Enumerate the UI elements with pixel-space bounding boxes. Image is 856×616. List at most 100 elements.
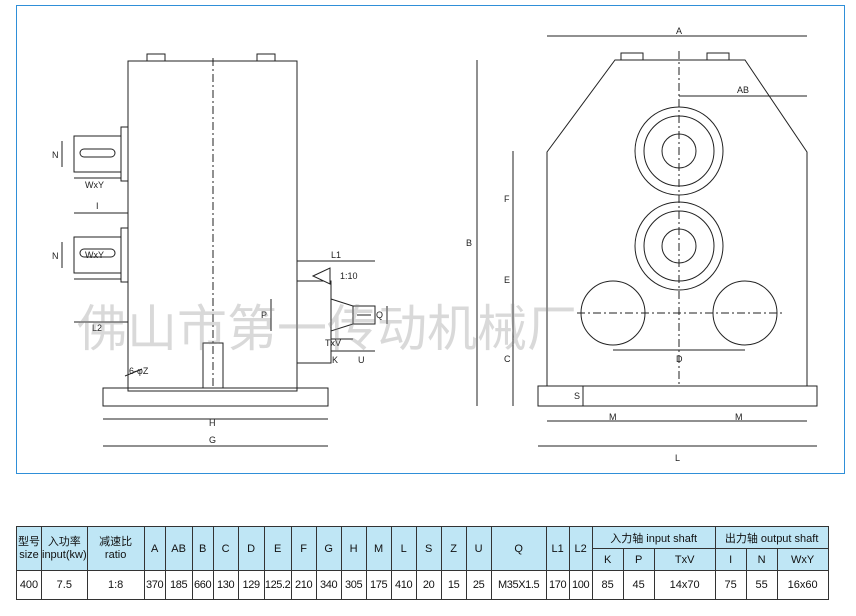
watermark: 佛山市第一传动机械厂 — [77, 300, 577, 358]
cell-WxY: 16x60 — [776, 570, 829, 600]
label-G: G — [209, 435, 216, 445]
label-K: K — [332, 355, 338, 365]
label-Z: 6-φZ — [129, 366, 149, 376]
label-WxY-lower: WxY — [85, 250, 104, 260]
cell-B: 660 — [191, 570, 214, 600]
flange-lower — [120, 227, 129, 283]
cell-Q: M35X1.5 — [490, 570, 547, 600]
label-B: B — [466, 238, 472, 248]
cell-input: 7.5 — [41, 570, 88, 600]
cell-G: 340 — [315, 570, 342, 600]
header-H: H — [340, 526, 367, 571]
cell-AB: 185 — [164, 570, 193, 600]
header-Z: Z — [440, 526, 467, 571]
lifting-lug-front-left — [620, 52, 644, 61]
header-S: S — [415, 526, 442, 571]
label-C: C — [504, 354, 511, 364]
header-F: F — [290, 526, 317, 571]
cell-L2: 100 — [568, 570, 593, 600]
label-TxV: TxV — [325, 338, 341, 348]
header-G: G — [315, 526, 342, 571]
label-I: I — [96, 201, 99, 211]
label-N-lower: N — [52, 251, 59, 261]
keyway-lower — [79, 248, 116, 258]
header-P: P — [622, 548, 655, 571]
header-L: L — [390, 526, 417, 571]
cell-A: 370 — [143, 570, 166, 600]
output-shaft-upper — [73, 135, 122, 173]
cell-C: 130 — [212, 570, 239, 600]
label-AB: AB — [737, 85, 749, 95]
keyway-upper — [79, 148, 116, 158]
label-N-upper: N — [52, 150, 59, 160]
cell-H: 305 — [340, 570, 367, 600]
label-L: L — [675, 453, 680, 463]
label-L2: L2 — [92, 323, 102, 333]
output-gear-middle-inner — [643, 210, 715, 282]
cell-K: 85 — [591, 570, 624, 600]
output-gear-middle — [634, 201, 724, 291]
header-L1: L1 — [545, 526, 570, 571]
gearbox-body-front — [546, 59, 808, 387]
header-U: U — [465, 526, 492, 571]
header-L2: L2 — [568, 526, 593, 571]
base-plate-front — [537, 385, 818, 407]
label-H: H — [209, 418, 216, 428]
output-bore-middle — [661, 228, 697, 264]
label-E: E — [504, 275, 510, 285]
label-S: S — [574, 391, 580, 401]
label-M-right: M — [735, 412, 743, 422]
cell-TxV: 14x70 — [653, 570, 716, 600]
label-WxY-upper: WxY — [85, 180, 104, 190]
drawing-frame: N N WxY I WxY L2 6-φZ H G L1 1:10 P Q Tx… — [16, 5, 845, 474]
output-shaft-lower — [73, 236, 122, 274]
cell-P: 45 — [622, 570, 655, 600]
foot-block — [202, 342, 224, 389]
header-M: M — [365, 526, 392, 571]
header-E: E — [263, 526, 292, 571]
label-P: P — [261, 310, 267, 320]
label-M-left: M — [609, 412, 617, 422]
output-bore-upper — [661, 133, 697, 169]
cell-M: 175 — [365, 570, 392, 600]
label-A: A — [676, 26, 682, 36]
header-WxY: WxY — [776, 548, 829, 571]
header-TxV: TxV — [653, 548, 716, 571]
header-N: N — [745, 548, 778, 571]
header-C: C — [212, 526, 239, 571]
cell-L: 410 — [390, 570, 417, 600]
flange-upper — [120, 126, 129, 182]
cell-S: 20 — [415, 570, 442, 600]
label-F: F — [504, 194, 510, 204]
header-I: I — [714, 548, 747, 571]
lifting-lug-front-right — [706, 52, 730, 61]
cell-model: 400 — [16, 570, 42, 600]
cell-Z: 15 — [440, 570, 467, 600]
lifting-lug-left — [146, 53, 166, 62]
cell-N: 55 — [745, 570, 778, 600]
cell-U: 25 — [465, 570, 492, 600]
cell-F: 210 — [290, 570, 317, 600]
technical-drawing: N N WxY I WxY L2 6-φZ H G L1 1:10 P Q Tx… — [52, 26, 818, 463]
lifting-lug-right — [256, 53, 276, 62]
cell-ratio: 1:8 — [86, 570, 145, 600]
input-shaft — [352, 305, 376, 325]
taper-symbol — [311, 267, 331, 285]
header-Q: Q — [490, 526, 547, 571]
cell-E: 125.2 — [263, 570, 292, 600]
label-D: D — [676, 354, 683, 364]
cell-I: 75 — [714, 570, 747, 600]
output-gear-upper — [634, 106, 724, 196]
header-B: B — [191, 526, 214, 571]
header-output-shaft: 出力轴 output shaft — [714, 526, 829, 549]
output-gear-upper-inner — [643, 115, 715, 187]
label-L1: L1 — [331, 250, 341, 260]
label-taper: 1:10 — [340, 271, 358, 281]
header-AB: AB — [164, 526, 193, 571]
side-view — [61, 53, 388, 447]
